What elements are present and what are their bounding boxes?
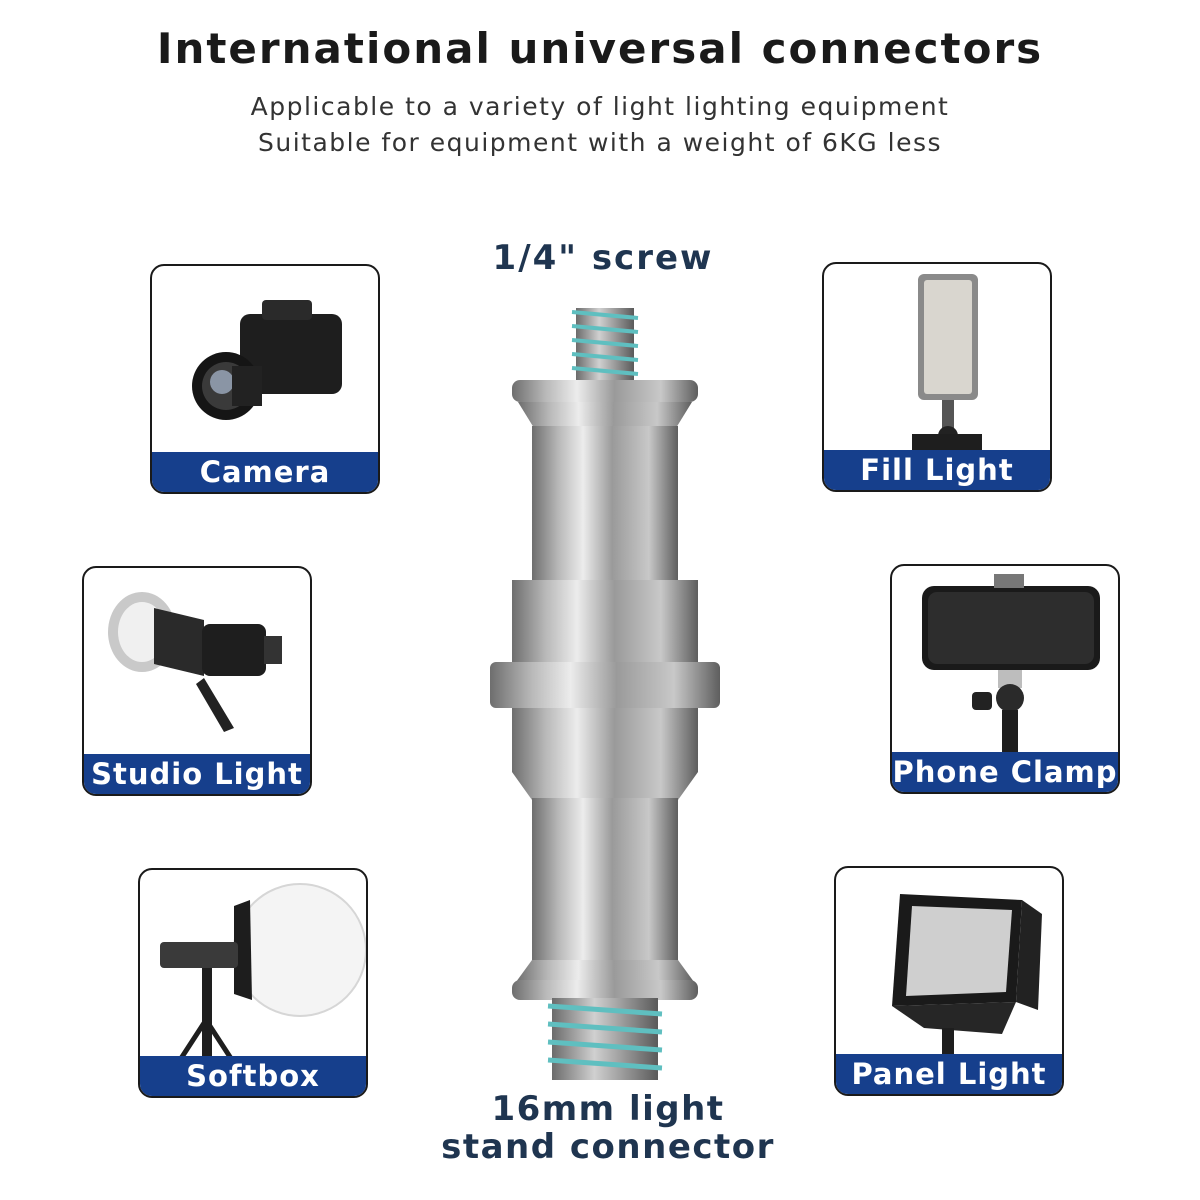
camera-card: Camera [150,264,380,494]
stand-connector-label-line-1: 16mm light [491,1089,725,1129]
phone-clamp-card: Phone Clamp [890,564,1120,794]
phone-clamp-label: Phone Clamp [892,752,1118,792]
subtitle-line-2: Suitable for equipment with a weight of … [257,128,942,157]
softbox-icon [160,883,366,1060]
stand-connector-label: 16mm light stand connector [380,1090,836,1166]
fill-light-card: Fill Light [822,262,1052,492]
top-thread [571,308,639,386]
softbox-card: Softbox [138,868,368,1098]
bottom-thread [547,998,663,1080]
studio-light-card: Studio Light [82,566,312,796]
studio-light-label: Studio Light [84,754,310,794]
panel-light-icon [892,894,1042,1058]
camera-label: Camera [152,452,378,492]
softbox-label: Softbox [140,1056,366,1096]
spigot-connector-image [490,308,720,1080]
subtitle-line-1: Applicable to a variety of light lightin… [250,92,950,121]
fill-light-icon [912,274,982,454]
phone-clamp-icon [922,574,1100,756]
panel-light-label: Panel Light [836,1054,1062,1094]
fill-light-label: Fill Light [824,450,1050,490]
panel-light-card: Panel Light [834,866,1064,1096]
page-title: International universal connectors [156,24,1044,73]
screw-label: 1/4" screw [492,238,714,278]
studio-light-icon [108,592,282,732]
stand-connector-label-line-2: stand connector [441,1127,775,1167]
camera-icon [192,300,342,420]
